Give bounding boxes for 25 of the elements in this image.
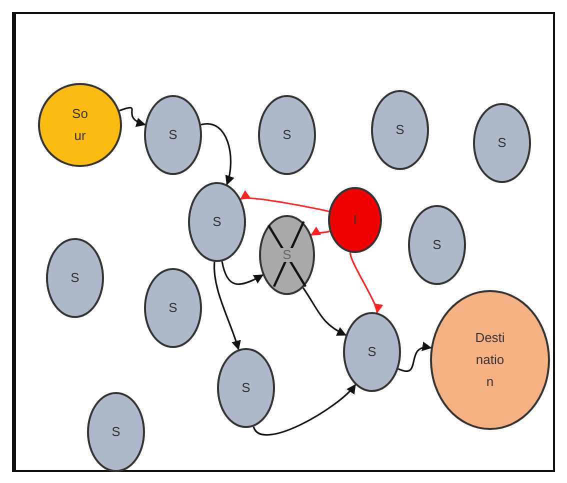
node-label: S [168, 298, 178, 317]
arrow [221, 261, 264, 285]
arrow [350, 252, 381, 314]
node-label: So ur [71, 104, 89, 145]
arrow [240, 192, 330, 212]
node-label: S [396, 120, 404, 139]
node-label: S [368, 342, 376, 361]
node-label: S [432, 236, 442, 254]
arrow [302, 287, 347, 336]
arrow [119, 106, 146, 126]
node-label: S [168, 126, 178, 144]
node-label: S [280, 248, 294, 262]
arrow [214, 262, 241, 350]
node-label: S [498, 134, 506, 152]
node-label: I [353, 210, 357, 229]
arrow [252, 384, 356, 436]
node-label: Desti natio n [474, 328, 506, 392]
arrow [200, 123, 234, 186]
node-label: S [112, 422, 120, 441]
node-label: S [242, 378, 250, 397]
arrow [398, 342, 432, 372]
node-label: S [282, 126, 292, 144]
arrow [310, 226, 330, 236]
node-label: S [70, 268, 80, 287]
node-label: S [212, 212, 222, 231]
